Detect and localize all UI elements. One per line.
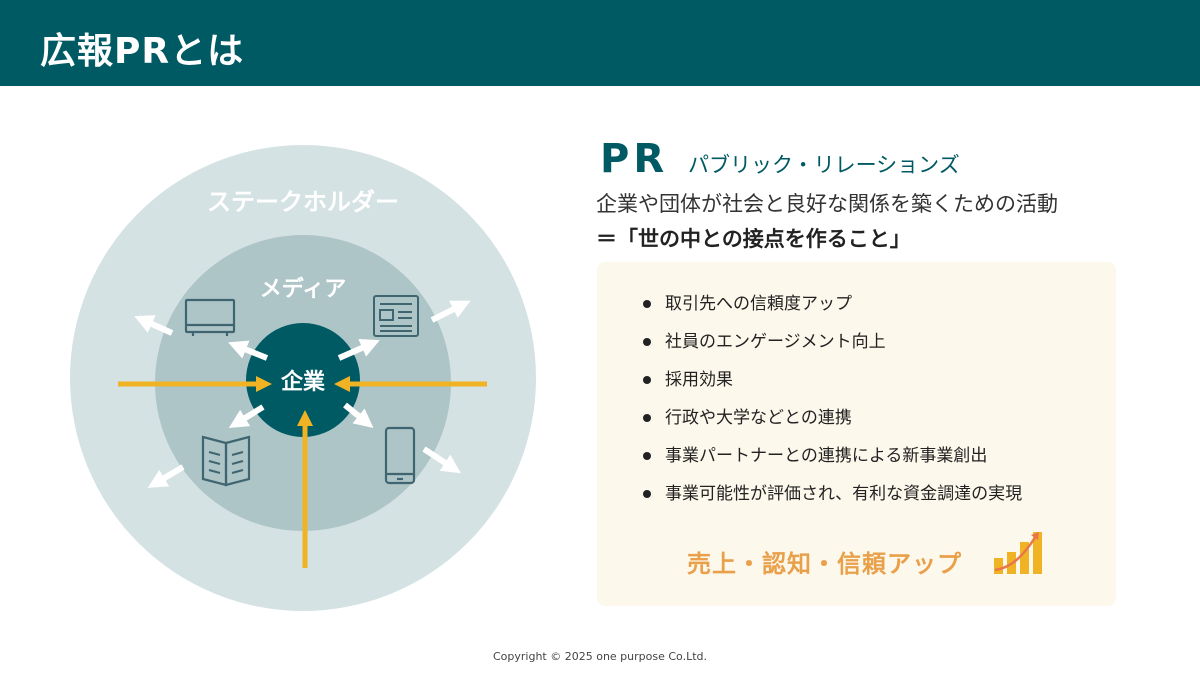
list-item: 採用効果 [643,368,1022,406]
bullet-icon [643,300,651,308]
tv-icon [184,298,236,336]
pr-definition: 企業や団体が社会と良好な関係を築くための活動 [596,192,1058,216]
bullet-icon [643,338,651,346]
bullet-icon [643,490,651,498]
smartphone-icon [384,426,416,485]
company-label: 企業 [280,369,326,395]
list-item: 社員のエンゲージメント向上 [643,330,1022,368]
newspaper-icon [373,295,419,337]
outbound-arrow [228,404,265,429]
media-label: メディア [260,276,346,302]
header-bar: 広報PRとは [0,0,1200,86]
outbound-arrow [134,315,174,336]
pr-heading: PR [600,136,669,182]
outbound-arrow [228,340,269,361]
outbound-arrow [422,446,462,474]
bullet-icon [643,376,651,384]
stakeholder-label: ステークホルダー [207,188,399,216]
growth-chart-icon [994,532,1042,574]
book-icon [201,435,251,487]
page-title: 広報PRとは [40,31,245,72]
stakeholder-diagram: ステークホルダー メディア 企業 [70,145,536,611]
benefits-panel: 取引先への信頼度アップ 社員のエンゲージメント向上 採用効果 行政や大学などとの… [597,262,1116,606]
company-circle [246,323,360,437]
copyright-text: Copyright © 2025 one purpose Co.Ltd. [492,650,708,663]
outbound-arrow [430,300,471,323]
outbound-arrow [337,339,380,361]
pr-definition-emphasis: ＝「世の中との接点を作ること」 [596,227,911,251]
outbound-arrow [343,402,374,429]
list-item: 事業可能性が評価され、有利な資金調達の実現 [643,482,1022,520]
pr-reading: パブリック・リレーションズ [688,153,960,177]
bullet-icon [643,414,651,422]
bullet-icon [643,452,651,460]
benefits-conclusion: 売上・認知・信頼アップ [687,550,962,578]
list-item: 事業パートナーとの連携による新事業創出 [643,444,1022,482]
list-item: 取引先への信頼度アップ [643,292,1022,330]
list-item: 行政や大学などとの連携 [643,406,1022,444]
benefits-list: 取引先への信頼度アップ 社員のエンゲージメント向上 採用効果 行政や大学などとの… [643,292,1022,520]
outbound-arrow [147,464,185,488]
